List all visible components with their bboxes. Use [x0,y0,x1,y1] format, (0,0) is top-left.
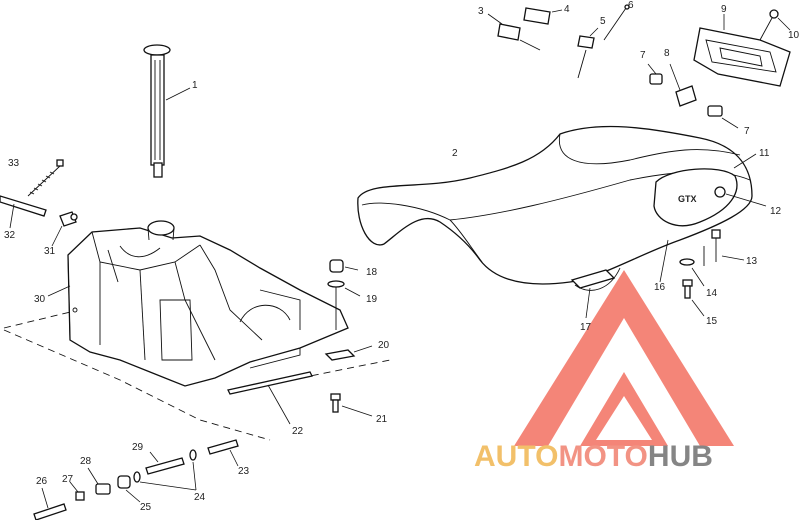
tail-light-part-9 [693,14,791,87]
fuel-tank-assembly [3,220,391,441]
clamp-part-24 [133,449,197,491]
callout-24: 24 [194,492,206,503]
fitting-part-31 [51,211,78,247]
callout-25: 25 [140,502,152,513]
coupler-part-25 [117,475,141,503]
callout-12: 12 [770,206,782,217]
tube-part-26 [33,487,67,520]
callout-30: 30 [34,294,46,305]
callout-22: 22 [292,426,304,437]
vent-rod-part-32 [0,195,47,229]
callout-26: 26 [36,476,48,487]
fuel-sender-part-1 [143,44,191,178]
callout-6: 6 [628,0,634,11]
callout-31: 31 [44,246,56,257]
callout-7a: 7 [640,50,646,61]
callout-32: 32 [4,230,16,241]
callout-15: 15 [706,316,718,327]
watermark-hub: HUB [648,440,713,473]
svg-text:GTX: GTX [678,194,697,204]
callout-5: 5 [600,16,606,27]
callout-1: 1 [192,80,198,91]
watermark-auto: AUTO [474,440,558,473]
callout-18: 18 [366,267,378,278]
tank-filler-neck [147,220,175,236]
pin-part-13 [703,229,745,266]
callout-10: 10 [788,30,800,41]
seat-assembly: GTX [357,125,767,319]
callout-33: 33 [8,158,20,169]
watermark-wordmark: AUTOMOTOHUB [474,440,713,473]
callout-9: 9 [721,4,727,15]
watermark-moto: MOTO [558,440,647,473]
callout-14: 14 [706,288,718,299]
callout-4: 4 [564,4,570,15]
callout-28: 28 [80,456,92,467]
callout-labels: 1 2 3 4 5 6 7 7 8 9 10 11 12 13 14 15 16… [4,0,800,513]
washer-part-14 [679,258,705,287]
callout-27: 27 [62,474,74,485]
clip-part-3 [487,13,521,41]
callout-17: 17 [580,322,592,333]
bolt-part-15 [682,279,705,317]
callout-11: 11 [759,148,770,159]
bracket-part-5 [577,27,599,79]
callout-3: 3 [478,6,484,17]
tube-part-23 [207,439,239,467]
washer-part-19 [327,280,361,330]
seat-part-2 [357,125,753,285]
automotohub-watermark: AUTOMOTOHUB [474,270,734,473]
screw-part-6 [603,4,630,41]
callout-2: 2 [452,148,458,159]
callout-29: 29 [132,442,144,453]
bolt-part-21 [330,393,373,417]
callout-19: 19 [366,294,378,305]
pad-part-20 [324,345,373,361]
tube-part-29 [145,451,185,475]
strap-part-22 [227,371,313,425]
grommet-part-18 [329,259,359,273]
nut-part-27 [69,481,85,501]
seat-panel-part-11 [653,168,738,227]
callout-8: 8 [664,48,670,59]
screw-part-33 [27,159,64,197]
elbow-part-28 [87,467,111,495]
socket-part-7a [647,63,663,85]
fuel-tank [67,227,349,387]
callout-20: 20 [378,340,390,351]
clip-part-4 [519,7,563,51]
bulb-part-8 [669,63,697,107]
callout-21: 21 [376,414,388,425]
callout-16: 16 [654,282,666,293]
socket-part-7b [707,105,739,129]
callout-13: 13 [746,256,758,267]
callout-7b: 7 [744,126,750,137]
screw-part-10 [759,9,791,41]
watermark-triangle-logo [514,270,734,446]
callout-23: 23 [238,466,250,477]
